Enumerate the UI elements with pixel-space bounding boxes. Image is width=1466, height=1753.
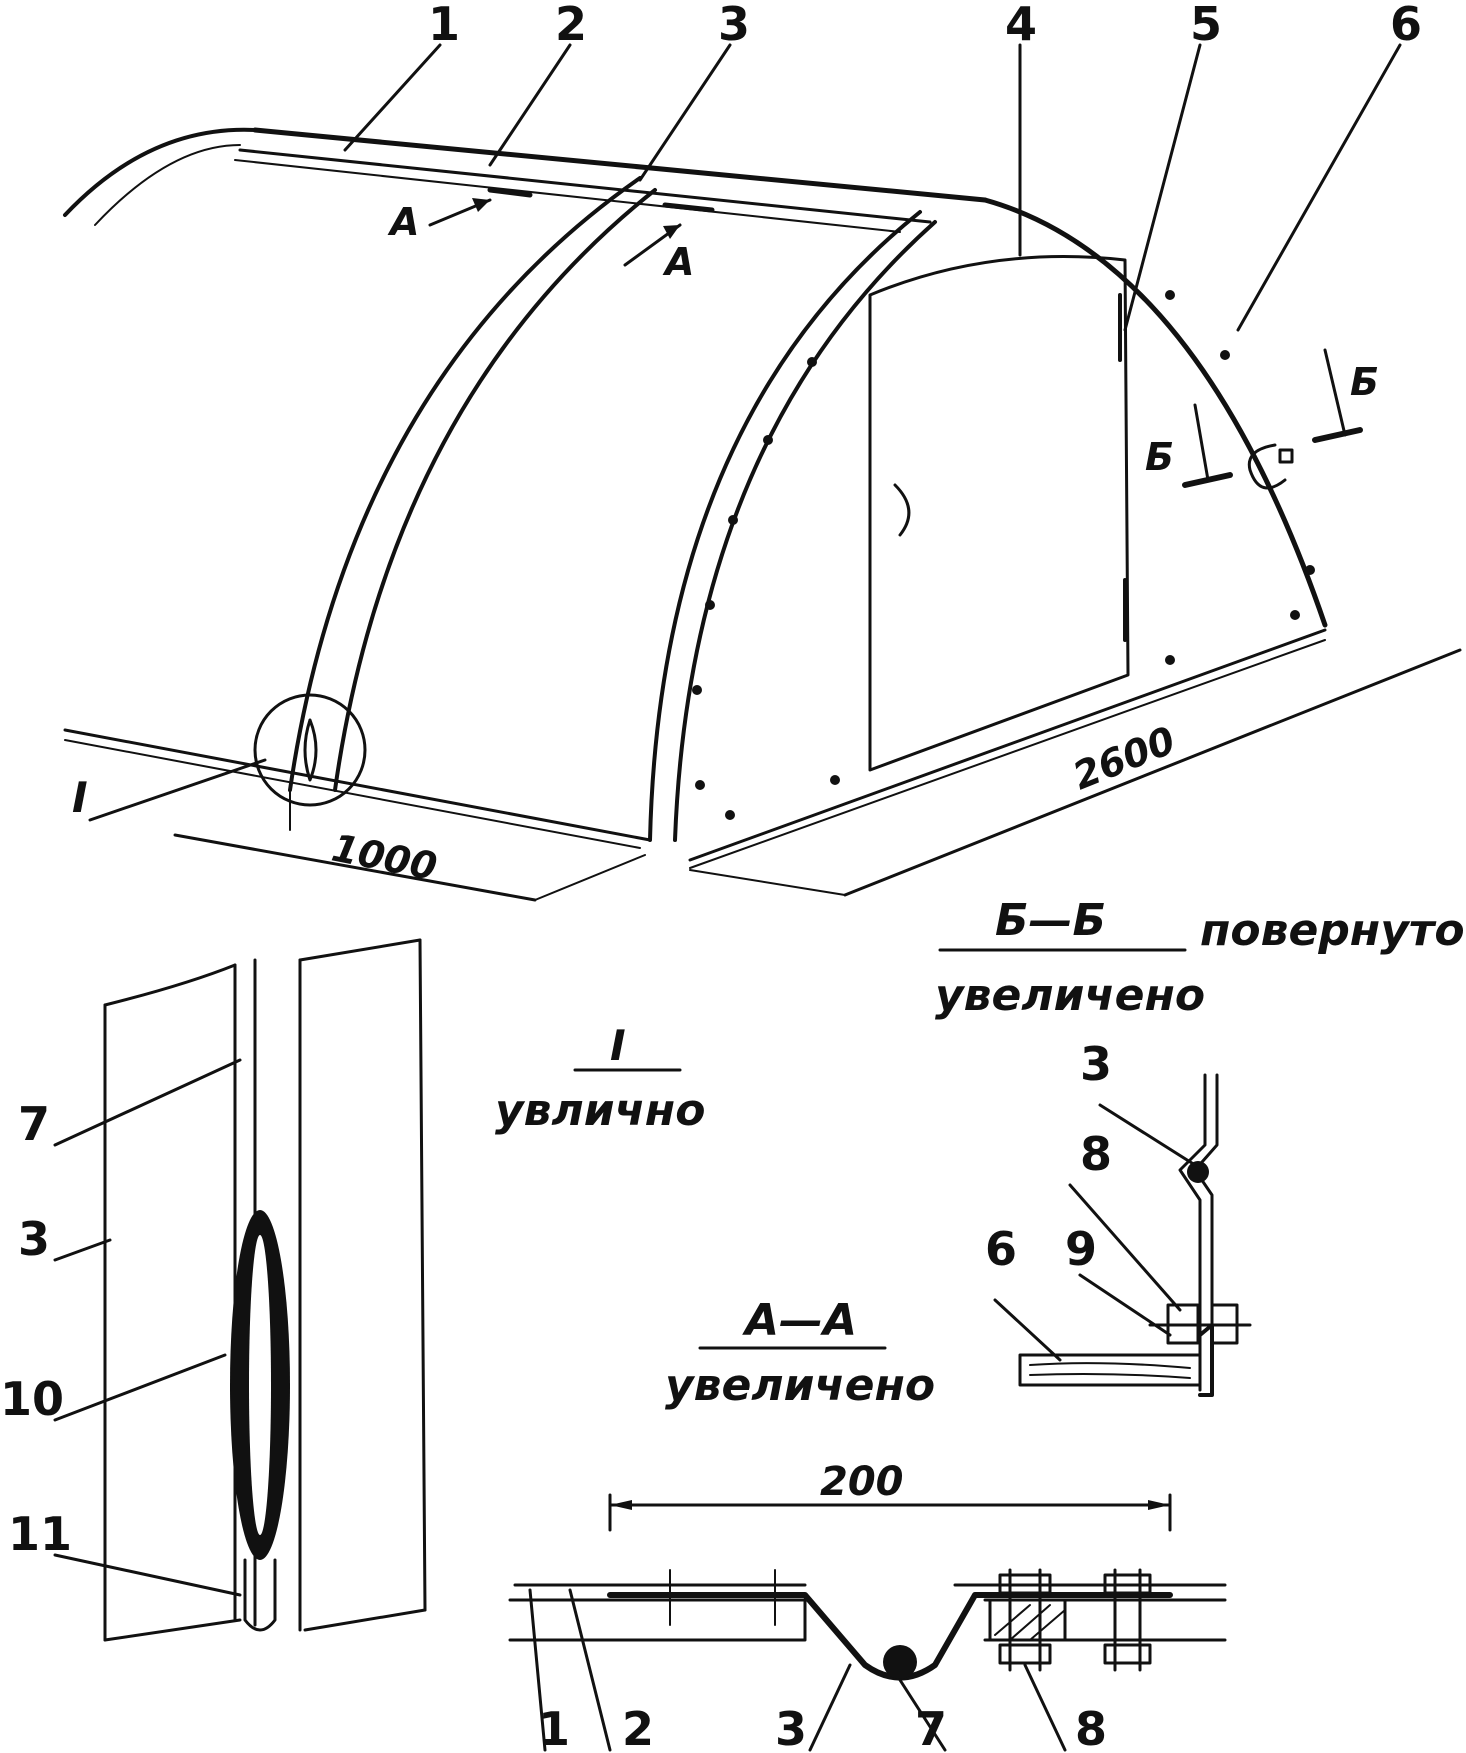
callout-3-detail: 3 [18,1212,50,1266]
callout-1: 1 [428,0,460,51]
callout-10-detail: 10 [0,1372,64,1426]
callout-3-section-bb: 3 [1080,1037,1112,1091]
callout-5: 5 [1190,0,1222,51]
detail-i-caption: увлично [495,1085,705,1136]
callout-2-section-aa: 2 [622,1702,654,1753]
callout-2: 2 [555,0,587,51]
detail-mark-i: I [72,773,88,822]
callout-6-section-bb: 6 [985,1222,1017,1276]
section-bb-title: Б—Б [995,895,1106,946]
callout-4: 4 [1005,0,1037,51]
section-mark-b-right: Б [1350,360,1379,404]
section-mark-a-right: А [662,240,694,284]
callout-3: 3 [718,0,750,51]
dimension-200: 200 [820,1459,904,1505]
section-aa-caption: увеличено [665,1360,935,1411]
detail-i-title: I [610,1021,626,1070]
callout-6: 6 [1390,0,1422,51]
section-bb-note: повернуто [1200,905,1465,956]
dimension-2600: 2600 [1067,718,1182,798]
callout-7-detail: 7 [18,1097,50,1151]
callout-9-section-bb: 9 [1065,1222,1097,1276]
section-aa-title: А—А [742,1295,857,1346]
greenhouse-perspective [63,43,1462,902]
detail-i-drawing [53,938,427,1642]
section-mark-a-left: А [387,200,419,244]
callout-1-section-aa: 1 [538,1702,570,1753]
callout-11-detail: 11 [8,1507,72,1561]
callout-7-section-aa: 7 [915,1702,947,1753]
callout-8-section-bb: 8 [1080,1127,1112,1181]
dimension-1000: 1000 [328,826,440,889]
section-bb-drawing [993,1073,1252,1397]
section-mark-b-left: Б [1145,435,1174,479]
callout-8-section-aa: 8 [1075,1702,1107,1753]
section-aa-drawing [508,1493,1227,1752]
callout-3-section-aa: 3 [775,1702,807,1753]
section-bb-caption: увеличено [935,970,1205,1021]
